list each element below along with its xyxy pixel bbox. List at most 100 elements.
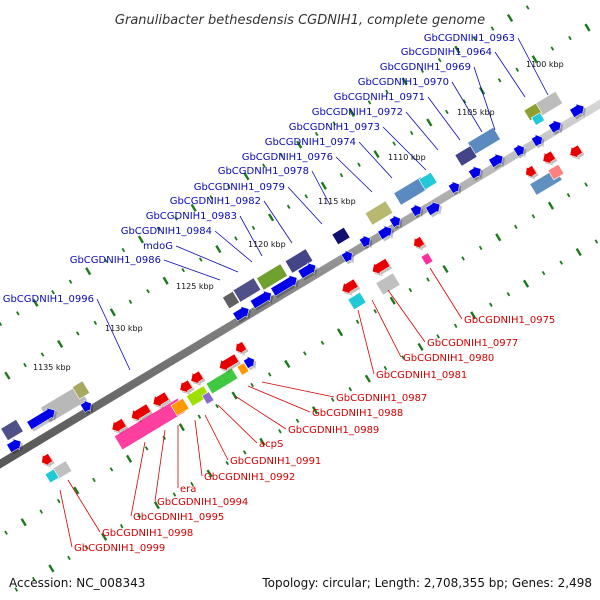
tick-mark <box>92 477 96 483</box>
gene-label[interactable]: GbCGDNIH1_0984 <box>121 226 212 237</box>
feature-boxes <box>0 90 565 484</box>
leader-line <box>217 404 258 444</box>
leader-line <box>247 385 311 413</box>
leader-line <box>154 429 166 502</box>
forward-gene-arrow <box>270 274 298 297</box>
tick-mark <box>566 193 571 198</box>
gene-label[interactable]: GbCGDNIH1_0975 <box>464 315 555 326</box>
gene-label[interactable]: GbCGDNIH1_0989 <box>288 425 379 436</box>
tick-mark <box>251 225 256 231</box>
tick-mark <box>73 486 80 495</box>
scale-label-1125: 1125 kbp <box>176 282 214 291</box>
tick-mark <box>286 204 291 209</box>
tick-mark <box>296 140 303 149</box>
leader-line <box>67 479 101 533</box>
tick-mark <box>420 68 424 73</box>
tick-mark <box>4 371 11 380</box>
forward-gene-arrow <box>249 290 272 309</box>
gene-label[interactable]: GbCGDNIH1_0988 <box>312 408 403 419</box>
leader-line <box>175 245 239 273</box>
feature-box <box>232 277 262 303</box>
tick-mark <box>262 163 266 168</box>
tick-mark <box>332 121 337 126</box>
reverse-gene-arrow <box>372 258 391 275</box>
gene-label[interactable]: GbCGDNIH1_0982 <box>170 196 261 207</box>
gene-label[interactable]: GbCGDNIH1_0976 <box>242 152 333 163</box>
tick-mark <box>522 279 530 288</box>
feature-box <box>205 367 239 395</box>
tick-mark <box>295 418 300 423</box>
gene-label[interactable]: GbCGDNIH1_0978 <box>218 166 309 177</box>
gene-label[interactable]: GbCGDNIH1_0986 <box>70 255 161 266</box>
gene-label[interactable]: GbCGDNIH1_0969 <box>380 62 471 73</box>
forward-gene-arrow <box>80 399 92 413</box>
gene-label[interactable]: GbCGDNIH1_0991 <box>230 456 321 467</box>
tick-mark <box>454 45 461 54</box>
tick-mark <box>541 270 546 276</box>
feature-box <box>236 362 250 376</box>
feature-box <box>222 290 240 310</box>
tick-mark <box>497 78 502 83</box>
gene-label[interactable]: GbCGDNIH1_0974 <box>265 137 356 148</box>
gene-label[interactable]: GbCGDNIH1_0994 <box>157 497 248 508</box>
gene-label[interactable]: GbCGDNIH1_0964 <box>401 47 492 58</box>
gene-label[interactable]: GbCGDNIH1_0977 <box>427 338 518 349</box>
gene-label[interactable]: GbCGDNIH1_0972 <box>312 107 403 118</box>
gene-label[interactable]: GbCGDNIH1_0983 <box>146 211 237 222</box>
tick-mark <box>409 130 414 136</box>
tick-mark <box>225 460 229 466</box>
feature-box <box>547 163 565 181</box>
gene-label[interactable]: GbCGDNIH1_0980 <box>403 353 494 364</box>
tick-mark <box>417 342 424 352</box>
tick-mark <box>401 77 408 86</box>
tick-mark <box>14 587 19 592</box>
gene-label[interactable]: mdoG <box>143 241 173 252</box>
leader-line <box>335 156 373 193</box>
forward-gene-arrow <box>548 119 562 134</box>
gene-label[interactable]: acpS <box>259 439 283 450</box>
leader-line <box>204 414 229 461</box>
gene-label[interactable]: GbCGDNIH1_0992 <box>204 472 295 483</box>
gene-label[interactable]: GbCGDNIH1_0999 <box>74 543 165 554</box>
tick-mark <box>267 213 275 222</box>
leader-line <box>96 298 131 371</box>
tick-mark <box>550 46 555 51</box>
feature-box <box>201 391 215 405</box>
tick-mark <box>40 352 45 357</box>
tick-mark <box>531 55 538 64</box>
tick-mark <box>348 386 353 392</box>
tick-mark <box>109 308 116 317</box>
scale-label-1115: 1115 kbp <box>318 197 356 206</box>
tick-mark <box>531 214 536 219</box>
tick-mark <box>506 13 514 23</box>
feature-box <box>530 112 546 126</box>
gene-label[interactable]: GbCGDNIH1_0973 <box>289 122 380 133</box>
leader-line <box>194 419 203 477</box>
reverse-gene-arrow <box>569 144 583 159</box>
feature-box <box>364 200 394 226</box>
scale-labels: 1100 kbp 1105 kbp 1110 kbp 1115 kbp 1120… <box>33 60 564 372</box>
gene-label[interactable]: GbCGDNIH1_0987 <box>336 393 427 404</box>
gene-label[interactable]: GbCGDNIH1_0970 <box>358 77 449 88</box>
accession-text: Accession: NC_008343 <box>9 576 145 590</box>
gene-label[interactable]: GbCGDNIH1_0996 <box>3 294 94 305</box>
gene-label[interactable]: GbCGDNIH1_0998 <box>102 528 193 539</box>
gene-label[interactable]: era <box>180 484 196 495</box>
tick-mark <box>234 236 238 241</box>
tick-mark <box>109 467 114 472</box>
gene-label[interactable]: GbCGDNIH1_0979 <box>194 182 285 193</box>
gene-label[interactable]: GbCGDNIH1_0981 <box>376 370 467 381</box>
tick-mark <box>559 260 563 265</box>
forward-gene-arrow <box>468 165 482 180</box>
tick-mark <box>320 181 327 190</box>
tick-mark <box>101 532 108 541</box>
feature-box <box>420 252 434 266</box>
tick-mark <box>48 564 55 573</box>
gene-label[interactable]: GbCGDNIH1_0971 <box>334 92 425 103</box>
gene-label[interactable]: GbCGDNIH1_0995 <box>133 512 224 523</box>
gene-label[interactable]: GbCGDNIH1_0963 <box>424 33 515 44</box>
tick-mark <box>442 264 449 274</box>
feature-box <box>347 291 367 311</box>
